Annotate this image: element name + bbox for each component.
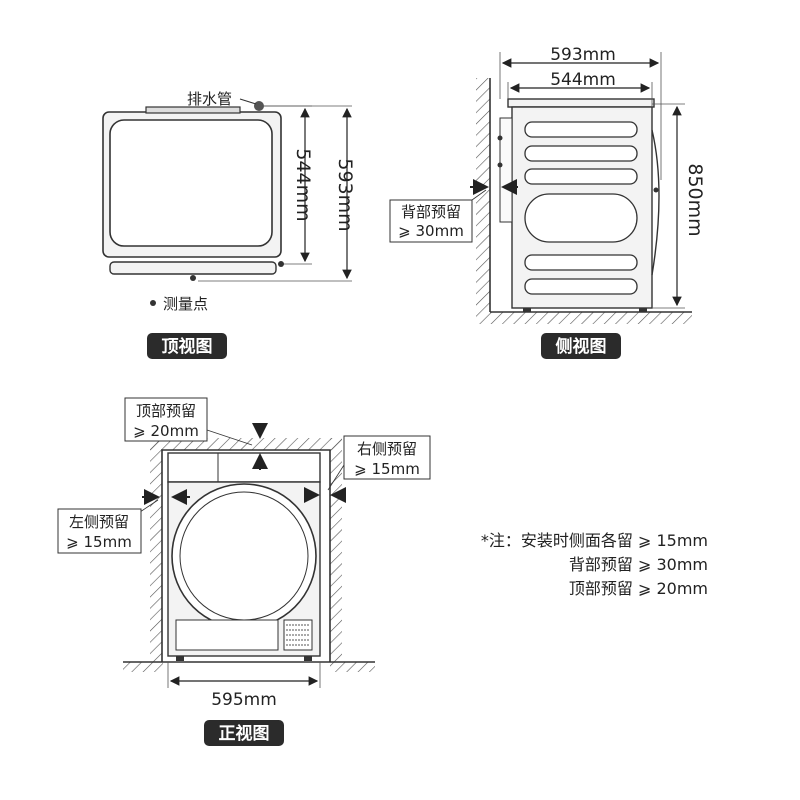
side-height-label: 850mm	[684, 163, 706, 236]
front-view-badge-text: 正视图	[219, 723, 270, 744]
top-view-back-strip	[145, 106, 241, 114]
filter-panel	[175, 619, 279, 651]
side-width-inner-label: 544mm	[550, 70, 616, 90]
front-view: 顶部预留 ⩾ 20mm 右侧预留 ⩾ 15mm 左侧预留 ⩾ 15mm 595m…	[57, 397, 431, 746]
note-line-1: *注：安装时侧面各留 ⩾ 15mm	[480, 531, 708, 550]
side-vent-slot	[524, 168, 638, 185]
measure-point-dot	[150, 300, 156, 306]
back-clearance-box	[389, 199, 473, 243]
side-view-top-panel	[507, 98, 655, 108]
side-vent-slot	[524, 254, 638, 271]
drain-pipe-label: 排水管	[187, 90, 232, 108]
top-view-lid	[109, 119, 273, 247]
side-view-badge	[541, 333, 621, 359]
side-view-badge-text: 侧视图	[556, 336, 607, 357]
side-vent-slot	[524, 145, 638, 162]
side-width-outer-label: 593mm	[550, 45, 616, 65]
side-view: 593mm 544mm 850mm 背部预留 ⩾ 30mm 侧视图	[389, 45, 706, 359]
right-clearance-box	[343, 435, 431, 480]
depth-outer-label: 593mm	[334, 158, 356, 231]
back-clearance-line2: ⩾ 30mm	[398, 222, 464, 240]
note-line-2: 背部预留 ⩾ 30mm	[568, 555, 708, 574]
left-clearance-line2: ⩾ 15mm	[66, 533, 132, 551]
top-view-badge	[147, 333, 227, 359]
side-vent-slot	[524, 121, 638, 138]
drain-leader	[239, 98, 257, 105]
left-clearance-line1: 左侧预留	[69, 513, 129, 531]
top-view-badge-text: 顶视图	[162, 336, 213, 357]
right-clearance-line1: 右侧预留	[357, 440, 417, 458]
front-door-inner	[179, 491, 309, 621]
side-vent-large	[524, 193, 638, 243]
measure-point-label: 测量点	[163, 295, 208, 313]
back-clearance-line1: 背部预留	[401, 203, 461, 221]
front-view-control-panel	[167, 452, 321, 483]
depth-inner-label: 544mm	[292, 148, 314, 221]
note-line-3: 顶部预留 ⩾ 20mm	[568, 579, 708, 598]
left-clearance-box	[57, 508, 142, 554]
side-view-door-bulge	[651, 129, 660, 276]
right-clearance-line2: ⩾ 15mm	[354, 460, 420, 478]
side-vent-slot	[524, 278, 638, 295]
installation-notes: *注：安装时侧面各留 ⩾ 15mm 背部预留 ⩾ 30mm 顶部预留 ⩾ 20m…	[448, 529, 708, 601]
front-width-label: 595mm	[211, 690, 277, 710]
top-view-base	[109, 261, 277, 275]
top-view: 排水管 544mm 593mm 测量点 顶视图	[102, 90, 356, 359]
top-clearance-line1: 顶部预留	[136, 402, 196, 420]
front-view-badge	[204, 720, 284, 746]
top-clearance-line2: ⩾ 20mm	[133, 422, 199, 440]
top-clearance-box	[124, 397, 208, 442]
vent-grille	[283, 619, 313, 651]
drain-pipe-dot	[254, 101, 264, 111]
